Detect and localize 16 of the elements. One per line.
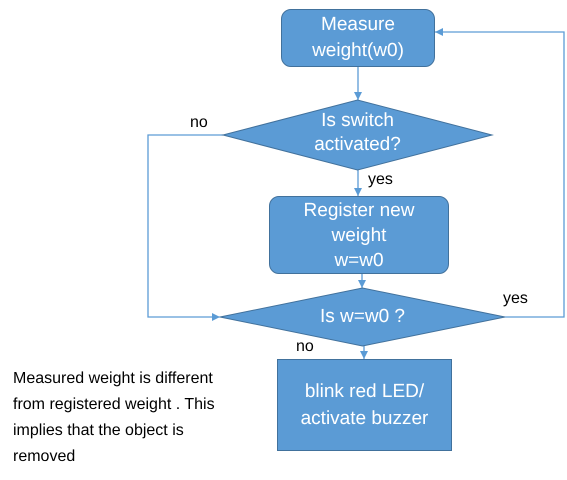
- process-box: [277, 359, 452, 451]
- note-text: Measured weight is different from registered weight . This implies that the object is removed: [13, 369, 215, 467]
- node-text: Is switch activated?: [314, 109, 401, 157]
- flow-arrow: [354, 170, 362, 196]
- node-text: Measure weight(w0): [312, 13, 404, 63]
- flow-arrow: [358, 274, 366, 288]
- flow-arrow: [360, 346, 368, 359]
- node-text: blink red LED/ activate buzzer: [300, 380, 428, 431]
- process-box: [269, 196, 449, 274]
- node-text: Is w=w0 ?: [320, 305, 405, 329]
- process-box: [281, 9, 435, 67]
- flow-arrow: [354, 67, 362, 100]
- flow-arrow: [435, 28, 565, 318]
- decision-diamond: [223, 100, 492, 170]
- flow-arrow: [147, 134, 223, 321]
- node-text: Register new weight w=w0: [304, 198, 414, 272]
